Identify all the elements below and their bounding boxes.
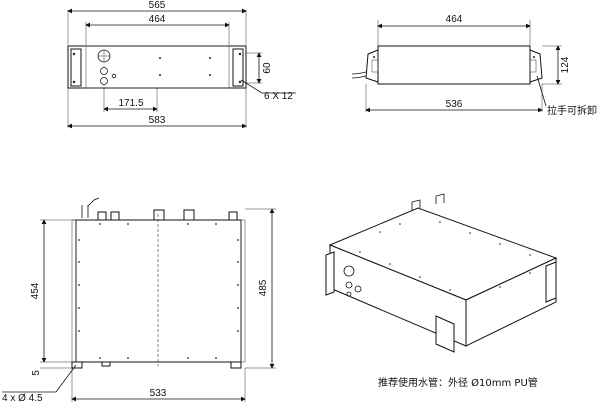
front-view: 565 464 60 6 X 12 171.5 (67, 0, 296, 129)
dim-536: 536 (446, 99, 463, 110)
dim-485: 485 (258, 279, 269, 296)
side-body (377, 45, 531, 85)
dim-171-5: 171.5 (118, 98, 143, 109)
top-view: 454 485 5 533 4 x Ø 4.5 (2, 197, 276, 403)
iso-right (465, 257, 557, 347)
dim-533: 533 (150, 388, 167, 399)
dim-565: 565 (149, 0, 166, 11)
dim-583: 583 (149, 115, 166, 126)
dim-60: 60 (262, 62, 273, 74)
iso-view: 推荐使用水管：外径 Ø10mm PU管 (325, 193, 558, 389)
dim-5: 5 (31, 370, 42, 376)
note-handle: 拉手可拆卸 (547, 104, 597, 117)
right-handle (232, 48, 244, 87)
dim-holes: 4 x Ø 4.5 (2, 393, 43, 403)
note-pipe: 推荐使用水管：外径 Ø10mm PU管 (378, 376, 538, 389)
dim-464-side: 464 (446, 14, 463, 25)
dim-slot: 6 X 12 (264, 91, 293, 102)
front-panel (67, 45, 247, 89)
left-handle (70, 48, 82, 87)
side-view: 464 124 536 拉手可拆卸 (351, 14, 597, 117)
dim-464-front: 464 (149, 14, 166, 25)
dim-454: 454 (30, 282, 41, 299)
dim-124: 124 (560, 56, 571, 73)
top-body (75, 219, 242, 363)
